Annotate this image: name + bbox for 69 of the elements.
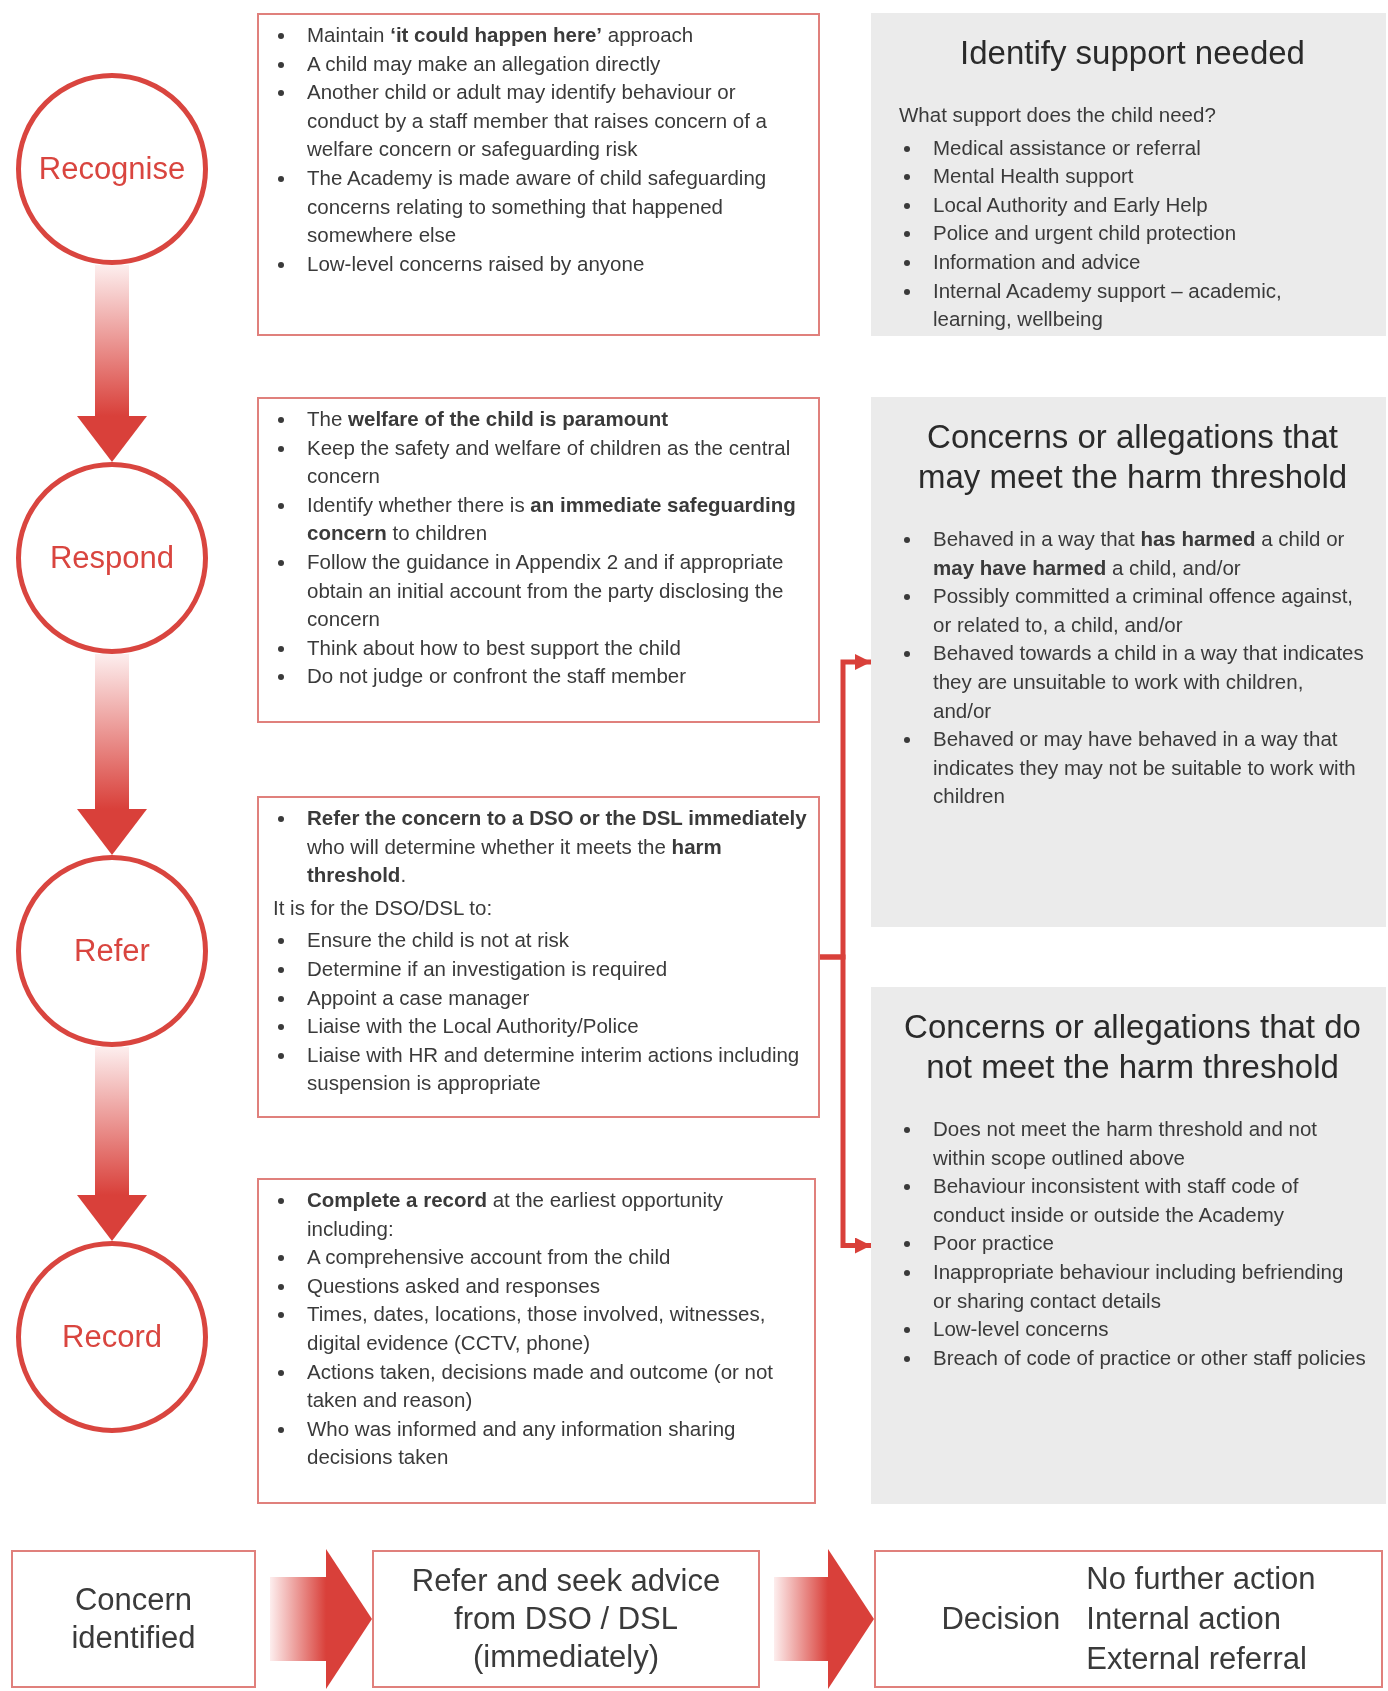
bullet-item: Low-level concerns [933, 1316, 1110, 1343]
bullet-item: Behaved in a way that has harmed a child or may have harmed a child, and/or [933, 526, 1346, 581]
bullet-item: Possibly committed a criminal offence against, or related to, a child, and/or [933, 583, 1355, 638]
bullet-item: The Academy is made aware of child safeguarding concerns relating to something that happened somewhere else [307, 164, 768, 249]
bullet-item: Does not meet the harm threshold and not within scope outlined above [933, 1116, 1319, 1171]
bullet-item: Inappropriate behaviour including befriending or sharing contact details [933, 1258, 1345, 1314]
panel-heading: Identify support needed [959, 33, 1306, 73]
bullet-item: Breach of code of practice or other staff policies [933, 1344, 1366, 1371]
arrow [270, 1549, 372, 1689]
bullet-item: Behaved or may have behaved in a way that indicates they may not be suitable to work with children [933, 726, 1357, 810]
bullet-item: Think about how to best support the child [307, 634, 682, 661]
bullet-item: Appoint a case manager [307, 984, 531, 1011]
bullet-item: Local Authority and Early Help [933, 191, 1209, 218]
step-label: Concern identified [70, 1581, 197, 1657]
bullet-item: Low-level concerns raised by anyone [307, 250, 646, 277]
bullet-item: Who was informed and any information sharing decisions taken [307, 1415, 737, 1471]
step-box [874, 1550, 1383, 1688]
bullet-item: Behaviour inconsistent with staff code of conduct inside or outside the Academy [933, 1173, 1300, 1228]
bullet-item: Determine if an investigation is required [307, 955, 669, 982]
bullet-item: A child may make an allegation directly [307, 50, 662, 77]
stage-label: Record [62, 1319, 162, 1355]
outcome-label: No further action [1086, 1560, 1316, 1598]
bullet-item: Follow the guidance in Appendix 2 and if appropriate obtain an initial account from the party disclosing the concern [307, 548, 785, 633]
bullet-item: Ensure the child is not at risk [307, 927, 571, 954]
bullet-item: Identify whether there is an immediate safeguarding concern to children [307, 491, 797, 547]
info-panel [871, 987, 1386, 1504]
bullet-item: Poor practice [933, 1230, 1055, 1257]
bullet-item: Do not judge or confront the staff member [307, 663, 688, 690]
stage-label: Respond [49, 540, 175, 576]
bullet-item: Liaise with the Local Authority/Police [307, 1013, 640, 1040]
step-box [372, 1550, 760, 1688]
arrow [77, 1047, 147, 1241]
step-box [11, 1550, 256, 1688]
text-box [257, 1178, 816, 1504]
bullet-item: Information and advice [933, 248, 1142, 275]
bullet-item: The welfare of the child is paramount [307, 406, 670, 432]
bullet-item: Police and urgent child protection [933, 220, 1238, 247]
bullet-item: Maintain ‘it could happen here’ approach [307, 22, 695, 48]
panel-heading: Concerns or allegations that may meet the harm threshold [916, 417, 1349, 497]
stage-label: Refer [74, 933, 150, 969]
bullet-item: Behaved towards a child in a way that indicates they are unsuitable to work with children, and/or [933, 640, 1365, 724]
stage-label: Recognise [38, 151, 186, 187]
step-label: Decision [941, 1600, 1061, 1638]
info-panel [871, 13, 1386, 336]
bullet-item: Times, dates, locations, those involved, witnesses, digital evidence (CCTV, phone) [307, 1301, 767, 1356]
bullet-item: Internal Academy support – academic, learning, wellbeing [933, 277, 1283, 333]
bullet-item: Another child or adult may identify behaviour or conduct by a staff member that raises concern of a welfare concern or safeguarding risk [307, 79, 768, 163]
bullet-item: A comprehensive account from the child [307, 1244, 672, 1271]
text-box [257, 796, 820, 1118]
info-panel [871, 397, 1386, 927]
bullet-item: Mental Health support [933, 163, 1135, 190]
outcome-label: Internal action [1086, 1600, 1283, 1638]
paragraph: It is for the DSO/DSL to: [273, 894, 494, 921]
arrow [774, 1549, 874, 1689]
text-box [257, 397, 820, 723]
bullet-item: Questions asked and responses [307, 1272, 601, 1299]
bullet-item: Complete a record at the earliest opportunity including: [307, 1187, 724, 1242]
arrow [820, 954, 871, 1254]
arrow [77, 654, 147, 855]
text-box [257, 13, 820, 336]
step-label: Refer and seek advice from DSO / DSL (immediately) [410, 1562, 722, 1676]
bullet-item: Actions taken, decisions made and outcome (or not taken and reason) [307, 1358, 775, 1414]
outcome-label: External referral [1086, 1640, 1308, 1678]
paragraph: What support does the child need? [899, 102, 1217, 128]
bullet-item: Liaise with HR and determine interim actions including suspension is appropriate [307, 1041, 801, 1097]
arrow [77, 265, 147, 462]
bullet-item: Refer the concern to a DSO or the DSL immediately who will determine whether it meets the harm threshold. [307, 805, 808, 889]
bullet-item: Medical assistance or referral [933, 134, 1202, 161]
panel-heading: Concerns or allegations that do not meet the harm threshold [903, 1007, 1362, 1087]
